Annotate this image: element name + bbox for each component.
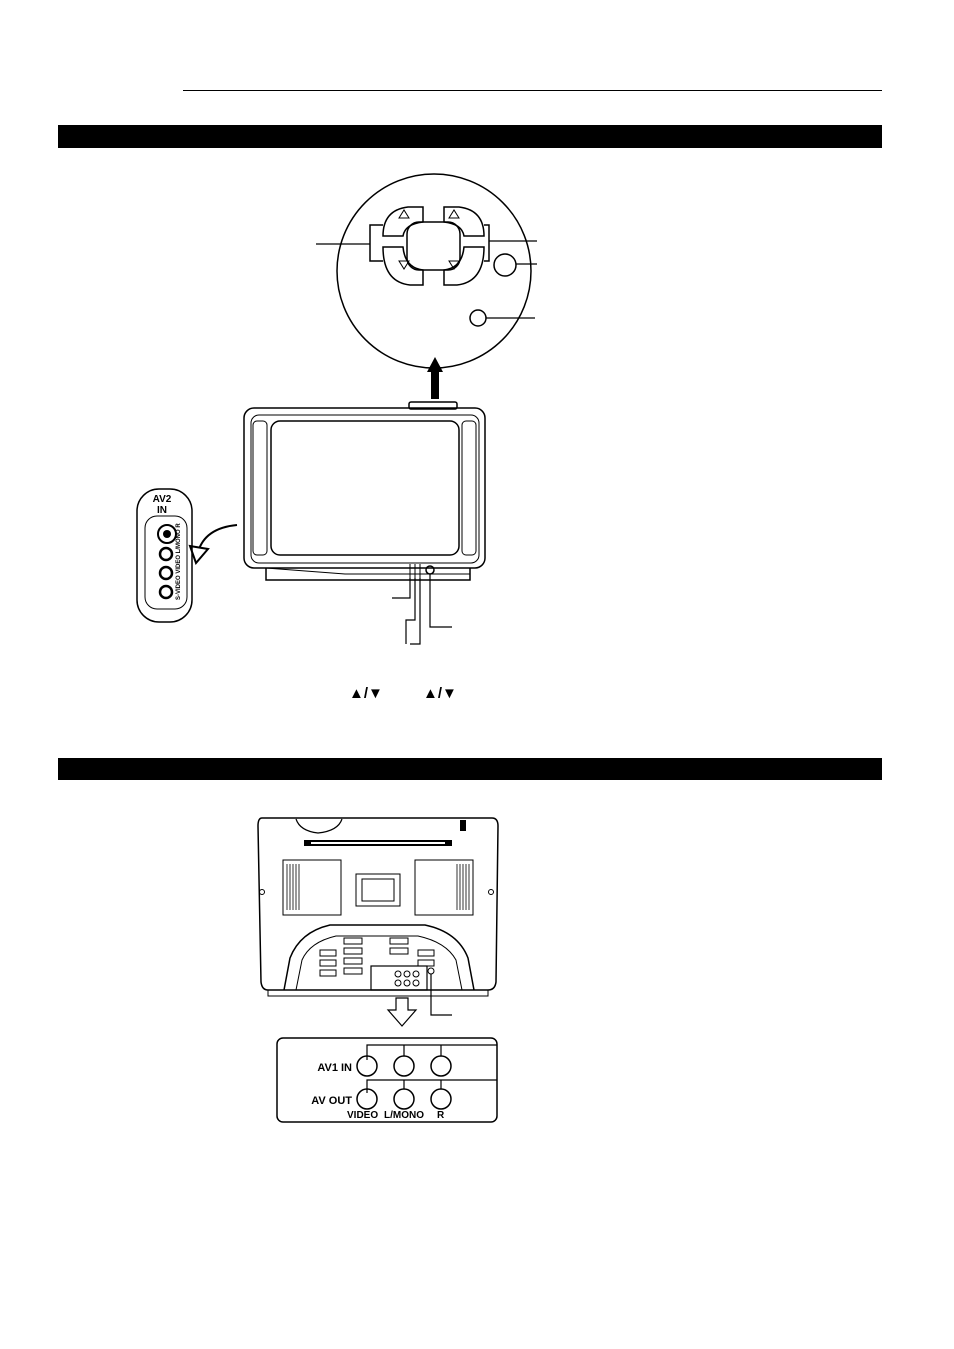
callout-lines-rear	[366, 974, 497, 1093]
av2-side-panel	[136, 488, 193, 623]
zoom-arrow-icon	[427, 357, 443, 399]
section-bar-rear-view	[58, 758, 882, 780]
control-zoom-circle	[336, 173, 532, 369]
av-jack-panel	[276, 1037, 498, 1123]
arrow-keys-caption-left: ▲/▼	[349, 685, 383, 702]
rear-panel-arrow-icon	[386, 997, 418, 1027]
col-video-label: VIDEO	[347, 1110, 378, 1121]
side-panel-arrow-icon	[188, 524, 238, 565]
arrow-keys-caption-right: ▲/▼	[423, 685, 457, 702]
av2-in-label: IN	[157, 505, 167, 516]
col-r-label: R	[437, 1110, 445, 1121]
av1-in-label: AV1 IN	[317, 1062, 352, 1074]
av2-title: AV2	[153, 494, 172, 505]
av2-jack-labels: S-VIDEO VIDEO L/MONO R	[176, 523, 182, 600]
callout-lines-front-top	[316, 240, 537, 319]
tv-front	[243, 401, 486, 581]
section-bar-front-view	[58, 125, 882, 148]
header-rule	[183, 90, 882, 91]
callout-lines-front-bottom	[392, 574, 452, 645]
col-lmono-label: L/MONO	[384, 1110, 424, 1121]
tv-rear	[257, 817, 499, 997]
av-out-label: AV OUT	[311, 1095, 352, 1107]
